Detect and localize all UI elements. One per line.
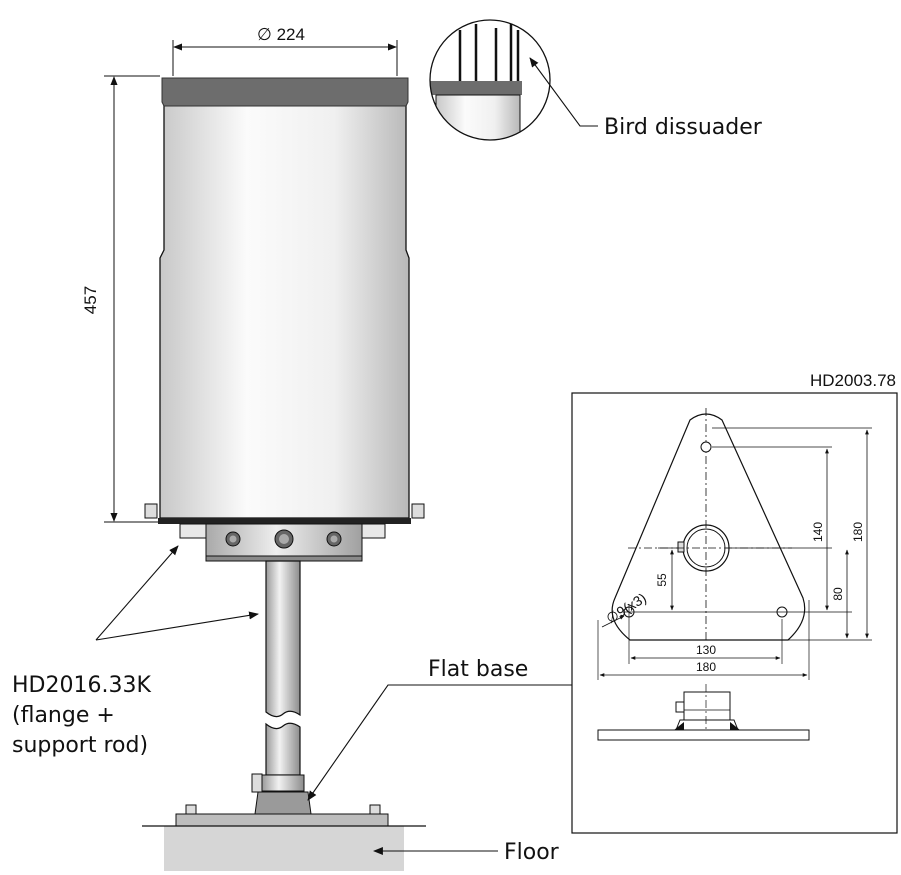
side-view-plate [597, 729, 810, 741]
flat-base-callout: Flat base [307, 657, 572, 801]
rain-gauge [142, 77, 426, 871]
dimension-diameter: ∅ 224 [172, 25, 398, 76]
bird-dissuader-detail: Bird dissuader [429, 19, 763, 141]
support-rod [265, 560, 301, 718]
hd2016-label-line1: HD2016.33K [12, 673, 151, 698]
bird-dissuader-label: Bird dissuader [604, 115, 763, 140]
gauge-bottom-rim [158, 518, 411, 524]
base-plate [175, 813, 389, 827]
dim-180-horizontal-label: 180 [696, 660, 716, 674]
side-view-tube [683, 691, 731, 721]
hd2016-label-line2: (flange + [12, 703, 115, 728]
base-collar [254, 791, 312, 815]
triangular-plate [611, 413, 806, 641]
diameter-label: ∅ 224 [257, 25, 305, 44]
gauge-body [159, 102, 410, 519]
dimension-height: 457 [81, 75, 160, 523]
dim-180-vertical-label: 180 [851, 522, 865, 542]
detail-title: HD2003.78 [810, 371, 896, 390]
hd2016-label-line3: support rod) [12, 733, 148, 758]
floor-label: Floor [504, 840, 560, 865]
floor-callout: Floor [373, 840, 560, 865]
flat-base-label: Flat base [428, 657, 528, 682]
dim-80-label: 80 [831, 587, 845, 601]
gauge-cap [161, 77, 409, 107]
dim-130-label: 130 [696, 643, 716, 657]
support-rod-lower [265, 722, 301, 776]
mount-hole-top [700, 441, 712, 453]
bolt-right [411, 503, 425, 519]
height-label: 457 [81, 286, 100, 314]
floor-block [164, 826, 404, 871]
dim-140-label: 140 [811, 522, 825, 542]
hd2003-detail: HD2003.78 140 80 180 55 [571, 371, 898, 834]
hd2016-callout: HD2016.33K (flange + support rod) [12, 545, 259, 758]
bolt-left [144, 503, 158, 519]
base-bolt [185, 804, 197, 815]
rod-sleeve [261, 774, 305, 792]
spike-icon [458, 22, 520, 81]
dim-55-label: 55 [655, 573, 669, 587]
base-bolt [369, 804, 381, 815]
